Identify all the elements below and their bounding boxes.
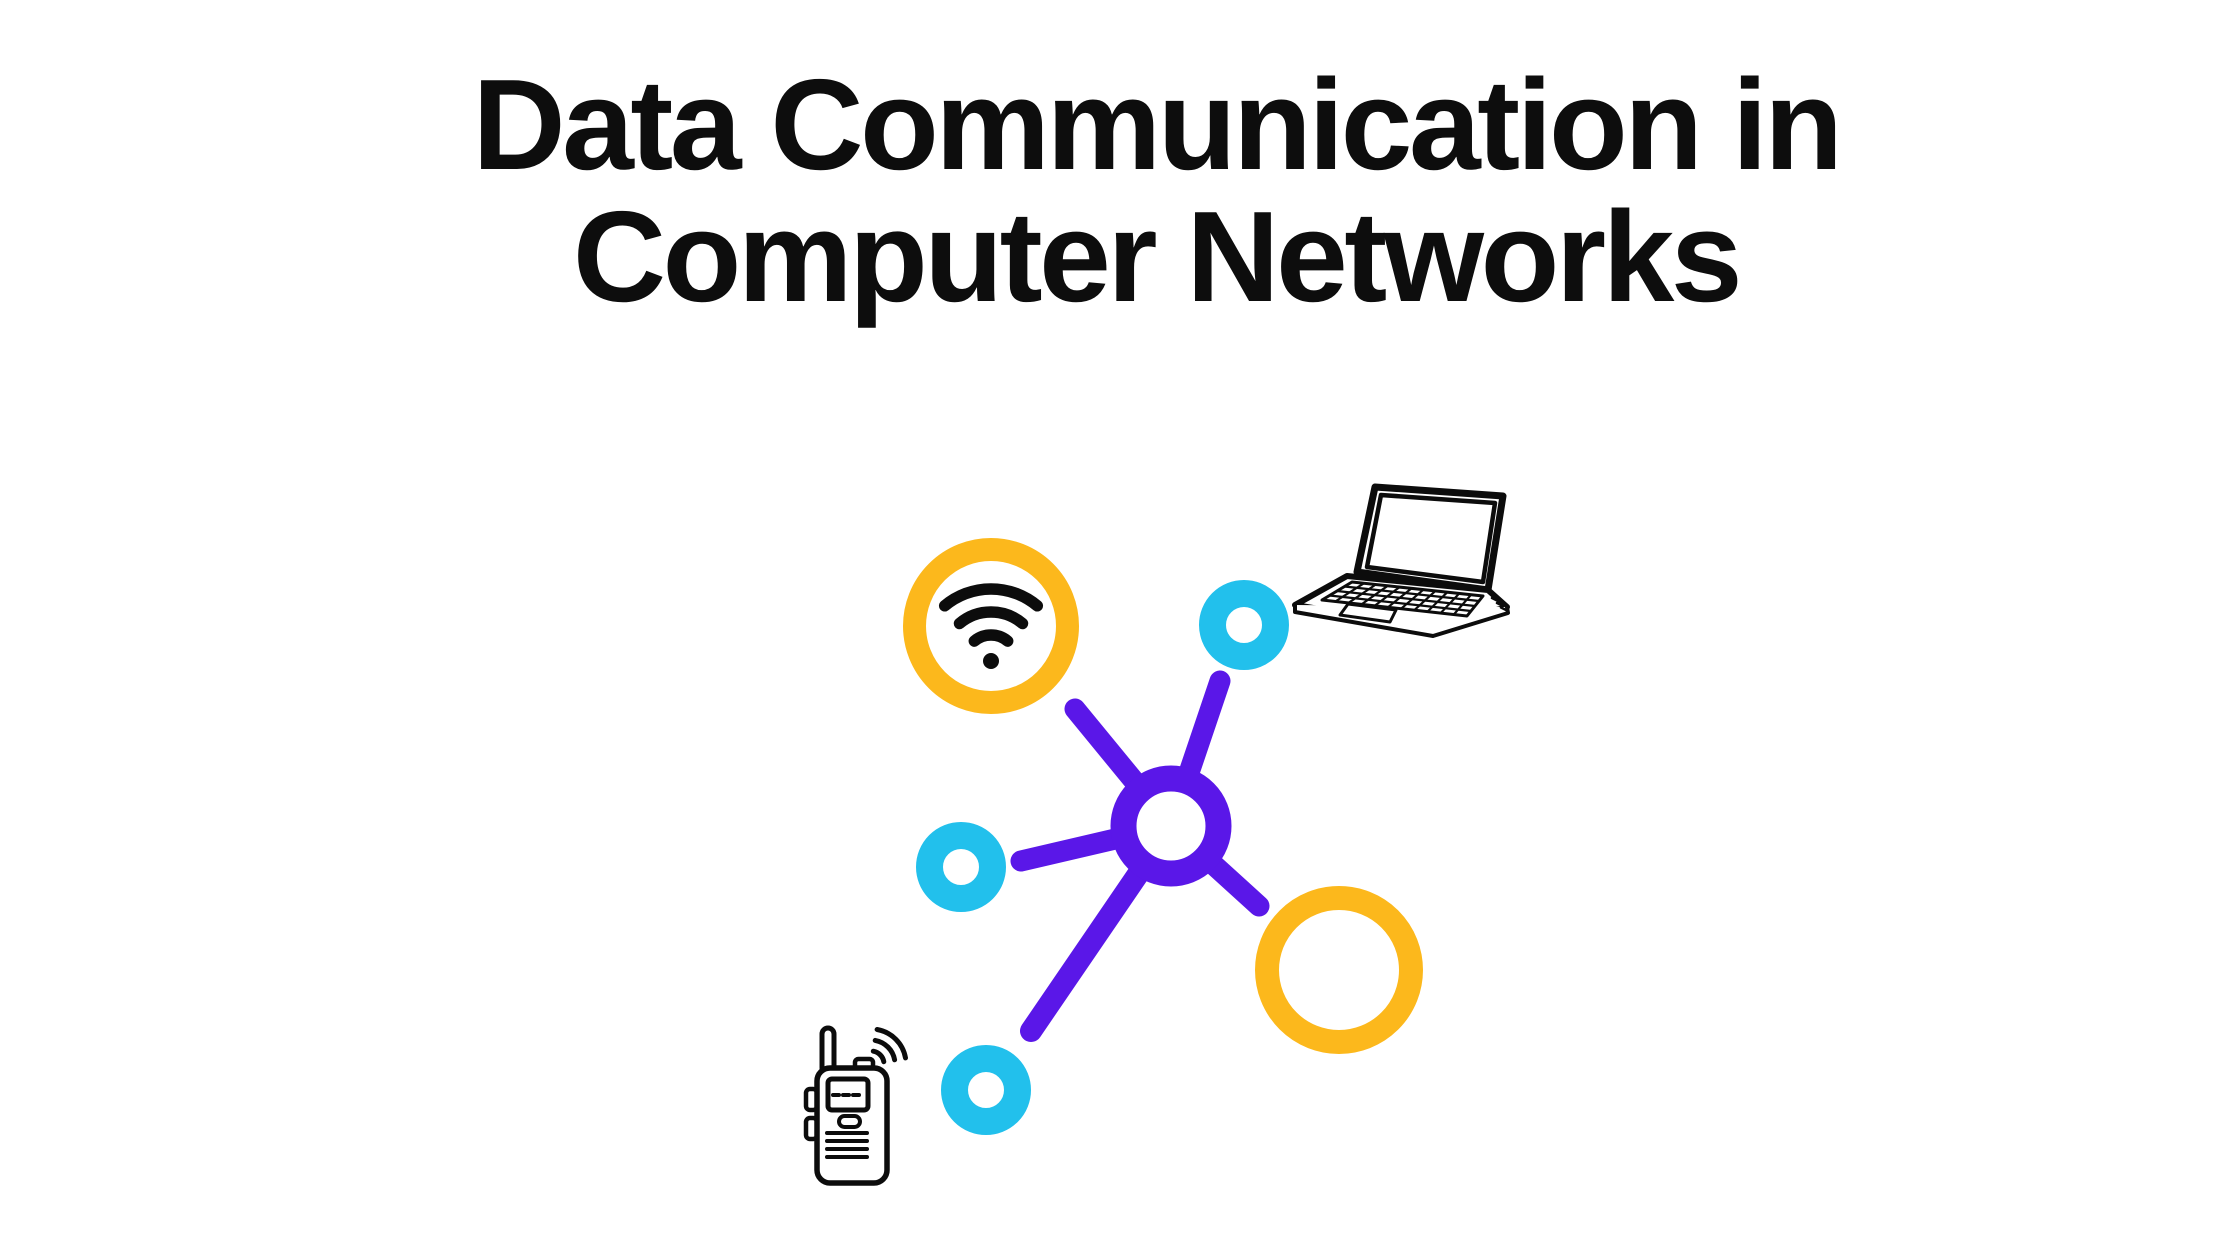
walkie-speaker-grille	[825, 1131, 869, 1159]
laptop-ports	[1490, 596, 1509, 612]
node-cyan-bottom	[941, 1045, 1031, 1135]
walkie-talkie-icon	[803, 1025, 908, 1186]
laptop-keyboard-frame	[1320, 580, 1485, 618]
network-hub-icon	[1110, 765, 1232, 887]
wifi-arc-outer	[938, 583, 1044, 612]
laptop-screen	[1364, 492, 1498, 585]
title-line-1: Data Communication in	[472, 53, 1843, 197]
node-yellow-bottom	[1255, 886, 1423, 1054]
laptop-key-rows	[1328, 585, 1481, 613]
laptop-key-columns	[1334, 582, 1473, 616]
wifi-icon	[938, 583, 1044, 669]
node-cyan-left	[916, 822, 1006, 912]
wifi-node-ring	[903, 538, 1079, 714]
title-line-2: Computer Networks	[572, 185, 1743, 330]
walkie-oval-button	[837, 1114, 862, 1129]
wifi-arc-inner	[968, 629, 1014, 647]
laptop-icon	[1292, 483, 1510, 638]
wifi-dot	[983, 653, 999, 669]
laptop-trackpad	[1338, 602, 1398, 624]
walkie-signal-arcs	[870, 1027, 908, 1065]
wifi-arc-middle	[953, 606, 1029, 630]
node-cyan-top	[1199, 580, 1289, 670]
page-title: Data Communication in Computer Networks	[36, 53, 2240, 330]
